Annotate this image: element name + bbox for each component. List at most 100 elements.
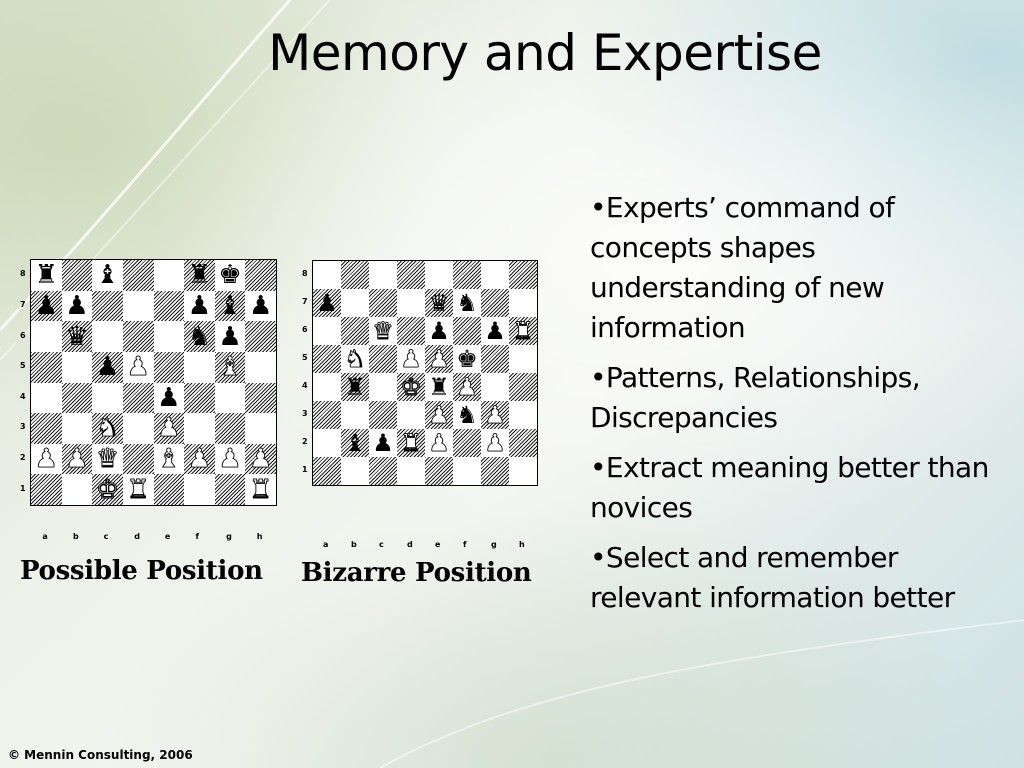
square-a7: ♟	[31, 290, 62, 322]
file-label: e	[435, 540, 441, 549]
bullet-item: •Patterns, Relationships, Discrepancies	[590, 361, 921, 434]
black-knight-icon: ♞	[187, 321, 212, 352]
white-bishop-icon: ♝	[218, 352, 242, 383]
black-queen-icon: ♛	[428, 289, 450, 317]
square-c2: ♟	[369, 429, 397, 457]
square-e1	[153, 474, 185, 505]
rank-label: 5	[20, 361, 26, 371]
black-pawn-icon: ♟	[372, 429, 394, 457]
square-e5: ♟	[425, 345, 453, 373]
rank-label: 1	[302, 465, 308, 474]
white-pawn-icon: ♟	[218, 444, 242, 475]
square-d1	[397, 457, 425, 485]
caption-bizarre-position: Bizarre Position	[301, 558, 532, 588]
square-f6: ♞	[184, 321, 215, 352]
file-label: d	[407, 540, 413, 549]
square-d7	[122, 290, 154, 322]
square-d5: ♟	[397, 345, 425, 373]
square-d7	[397, 289, 425, 317]
square-b5	[61, 351, 93, 383]
square-g4	[481, 373, 509, 401]
square-b6	[341, 317, 369, 345]
black-knight-icon: ♞	[456, 289, 478, 317]
square-h6: ♜	[509, 317, 537, 345]
square-a5	[313, 345, 341, 373]
square-h1: ♜	[245, 474, 276, 505]
square-a5	[31, 351, 62, 383]
square-f5	[184, 351, 215, 383]
rank-label: 6	[20, 330, 26, 340]
square-g4	[214, 382, 246, 414]
white-pawn-icon: ♟	[456, 373, 478, 401]
square-c1: ♚	[92, 474, 123, 505]
file-label: f	[463, 540, 467, 549]
square-c6	[92, 321, 123, 352]
rank-label: 8	[302, 269, 308, 278]
square-a2	[313, 429, 341, 457]
white-knight-icon: ♞	[95, 413, 120, 444]
rank-label: 7	[302, 297, 308, 306]
caption-possible-position: Possible Position	[20, 556, 263, 586]
square-a8: ♜	[31, 260, 62, 291]
black-pawn-icon: ♟	[218, 321, 242, 352]
rank-label: 3	[302, 409, 308, 418]
square-b3	[61, 413, 93, 444]
square-e8	[153, 260, 185, 291]
white-pawn-icon: ♟	[65, 444, 89, 475]
square-f1	[453, 457, 481, 485]
file-label: h	[256, 532, 263, 541]
white-pawn-icon: ♟	[484, 401, 506, 429]
footer-copyright: © Mennin Consulting, 2006	[8, 748, 193, 762]
square-h4	[509, 373, 537, 401]
white-pawn-icon: ♟	[34, 444, 58, 475]
square-g6: ♟	[481, 317, 509, 345]
square-h2	[509, 429, 537, 457]
square-a8	[313, 261, 341, 289]
square-e3: ♟	[153, 413, 185, 444]
bullet-item: •Extract meaning better than novices	[590, 451, 989, 524]
square-f8	[453, 261, 481, 289]
square-a1	[31, 474, 62, 505]
white-queen-icon: ♛	[95, 444, 120, 475]
file-label: e	[164, 532, 171, 541]
rank-label: 3	[20, 422, 26, 432]
white-pawn-icon: ♟	[428, 401, 450, 429]
square-c3	[369, 401, 397, 429]
square-g1	[214, 474, 246, 505]
square-h3	[509, 401, 537, 429]
square-f3: ♞	[453, 401, 481, 429]
square-e1	[425, 457, 453, 485]
square-c8	[369, 261, 397, 289]
bullet-item: •Experts’ command of concepts shapes und…	[590, 191, 895, 344]
square-h1	[509, 457, 537, 485]
square-d6	[397, 317, 425, 345]
rank-label: 4	[20, 391, 26, 401]
black-pawn-icon: ♟	[65, 290, 89, 321]
white-pawn-icon: ♟	[187, 444, 212, 475]
black-king-icon: ♚	[456, 345, 478, 373]
square-d1: ♜	[122, 474, 154, 505]
square-b1	[61, 474, 93, 505]
square-b6: ♛	[61, 321, 93, 352]
square-a6	[31, 321, 62, 352]
black-pawn-icon: ♟	[187, 290, 212, 321]
file-label: f	[195, 532, 199, 541]
square-c1	[369, 457, 397, 485]
square-f4	[184, 382, 215, 414]
bullet-item: •Select and remember relevant informatio…	[590, 541, 955, 614]
square-c5	[369, 345, 397, 373]
square-f2: ♟	[184, 443, 215, 475]
square-h3	[245, 413, 276, 444]
file-label: h	[519, 540, 525, 549]
square-b2: ♝	[341, 429, 369, 457]
square-a2: ♟	[31, 443, 62, 475]
white-pawn-icon: ♟	[249, 444, 273, 475]
square-c6: ♛	[369, 317, 397, 345]
square-c7	[92, 290, 123, 322]
black-pawn-icon: ♟	[34, 290, 58, 321]
square-e3: ♟	[425, 401, 453, 429]
square-b2: ♟	[61, 443, 93, 475]
square-d4	[122, 382, 154, 414]
square-b5: ♞	[341, 345, 369, 373]
file-label: b	[72, 532, 79, 541]
